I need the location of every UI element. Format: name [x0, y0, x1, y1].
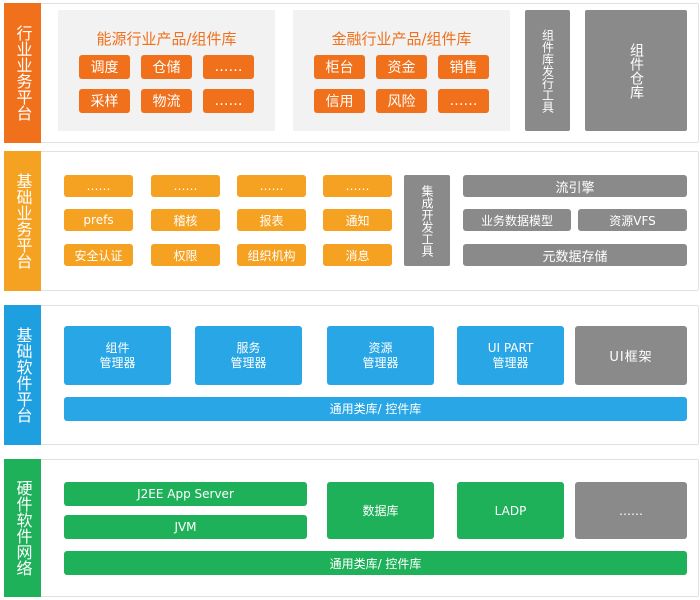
j2ee-app-server[interactable]: J2EE App Server — [64, 482, 307, 506]
jvm[interactable]: JVM — [64, 515, 307, 539]
flow-engine[interactable]: 流引擎 — [463, 175, 687, 197]
software-platform-label: 基础软件平台 — [4, 305, 41, 445]
business-tile[interactable]: 稽核 — [151, 209, 220, 231]
component-release-tool[interactable]: 组件库发行工具 — [525, 10, 570, 131]
finance-item[interactable]: 信用 — [314, 89, 365, 113]
energy-panel-title: 能源行业产品/组件库 — [96, 30, 237, 48]
energy-item[interactable]: …… — [203, 89, 254, 113]
service-manager-label: 服务 管理器 — [230, 340, 267, 370]
resource-vfs[interactable]: 资源VFS — [578, 209, 687, 231]
finance-item[interactable]: 风险 — [376, 89, 427, 113]
component-warehouse-label: 组件仓库 — [628, 42, 644, 99]
integrated-dev-tool-label: 集成开发工具 — [420, 184, 434, 257]
business-tile[interactable]: prefs — [64, 209, 133, 231]
finance-item[interactable]: …… — [438, 89, 489, 113]
energy-item[interactable]: 调度 — [79, 55, 130, 79]
business-platform-label: 基础业务平台 — [4, 151, 41, 291]
component-warehouse[interactable]: 组件仓库 — [585, 10, 687, 131]
infra-platform-label: 硬件软件网络 — [4, 459, 41, 597]
business-tile[interactable]: 报表 — [237, 209, 306, 231]
finance-item[interactable]: 资金 — [376, 55, 427, 79]
business-data-model[interactable]: 业务数据模型 — [463, 209, 571, 231]
business-tile[interactable]: 权限 — [151, 244, 220, 266]
business-tile[interactable]: 安全认证 — [64, 244, 133, 266]
component-manager[interactable]: 组件 管理器 — [64, 326, 171, 385]
business-tile[interactable]: …… — [323, 175, 392, 197]
finance-item[interactable]: 销售 — [438, 55, 489, 79]
resource-manager-label: 资源 管理器 — [362, 340, 399, 370]
common-library-software[interactable]: 通用类库/ 控件库 — [64, 397, 687, 421]
industry-platform-label: 行业业务平台 — [4, 3, 41, 143]
common-library-infra[interactable]: 通用类库/ 控件库 — [64, 551, 687, 575]
ui-part-manager[interactable]: UI PART 管理器 — [457, 326, 564, 385]
component-release-tool-label: 组件库发行工具 — [540, 28, 555, 113]
resource-manager[interactable]: 资源 管理器 — [327, 326, 434, 385]
ldap[interactable]: LADP — [457, 482, 564, 539]
database[interactable]: 数据库 — [327, 482, 434, 539]
business-tile[interactable]: 通知 — [323, 209, 392, 231]
finance-item[interactable]: 柜台 — [314, 55, 365, 79]
ui-framework[interactable]: UI框架 — [575, 326, 687, 385]
business-tile[interactable]: …… — [237, 175, 306, 197]
component-manager-label: 组件 管理器 — [99, 340, 136, 370]
integrated-dev-tool[interactable]: 集成开发工具 — [404, 175, 450, 266]
service-manager[interactable]: 服务 管理器 — [195, 326, 302, 385]
business-tile[interactable]: 组织机构 — [237, 244, 306, 266]
energy-item[interactable]: 采样 — [79, 89, 130, 113]
finance-panel-title: 金融行业产品/组件库 — [331, 30, 472, 48]
metadata-storage[interactable]: 元数据存储 — [463, 244, 687, 266]
ui-part-manager-label: UI PART 管理器 — [487, 340, 534, 370]
business-tile[interactable]: 消息 — [323, 244, 392, 266]
energy-item[interactable]: 仓储 — [141, 55, 192, 79]
business-tile[interactable]: …… — [64, 175, 133, 197]
energy-item[interactable]: …… — [203, 55, 254, 79]
business-tile[interactable]: …… — [151, 175, 220, 197]
energy-item[interactable]: 物流 — [141, 89, 192, 113]
infra-more[interactable]: …… — [575, 482, 687, 539]
